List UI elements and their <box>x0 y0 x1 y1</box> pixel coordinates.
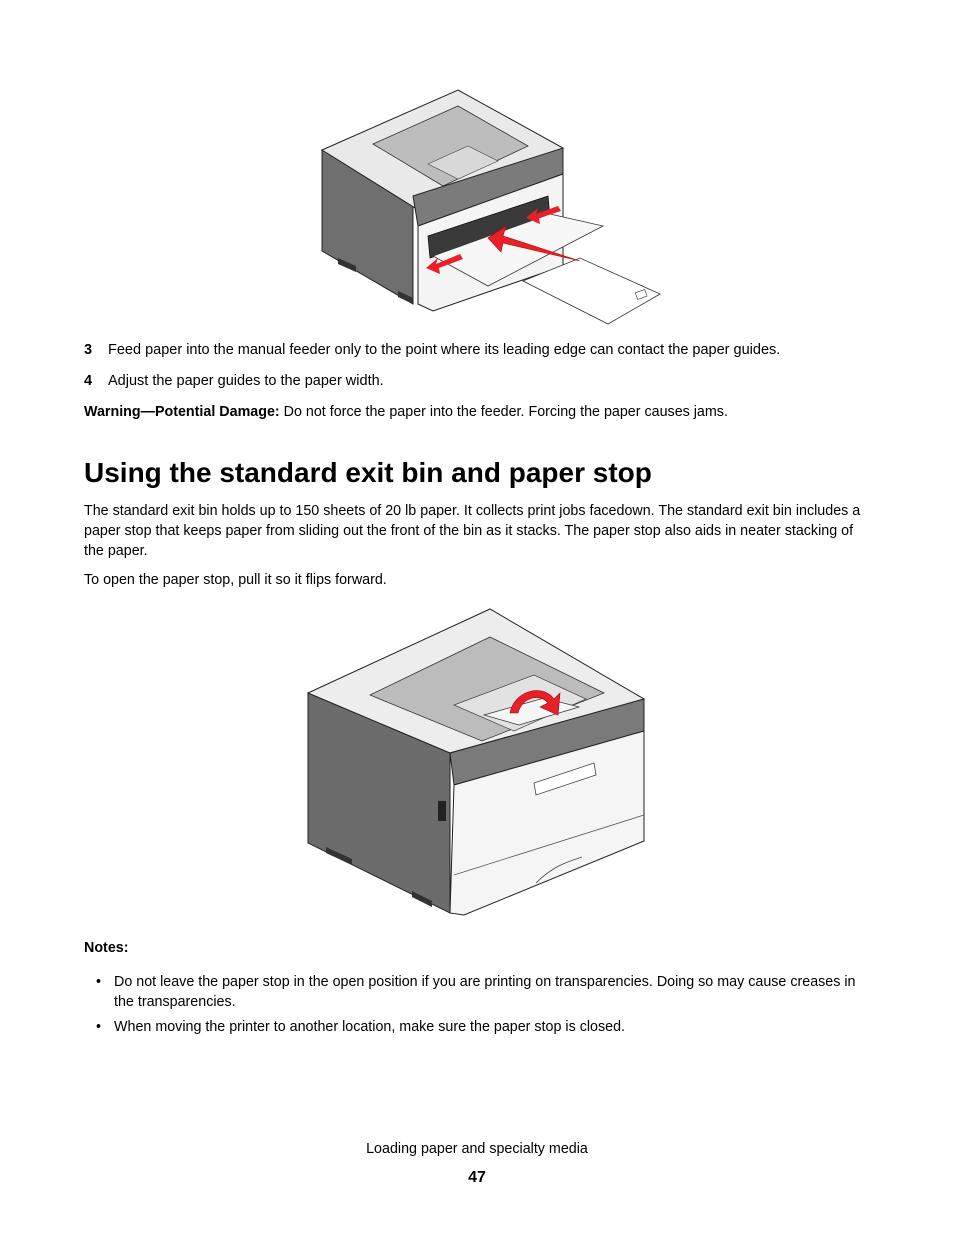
instruction-paragraph: To open the paper stop, pull it so it fl… <box>84 572 387 588</box>
paper-stop-illustration <box>306 608 646 916</box>
warning-note: Warning—Potential Damage: Do not force t… <box>84 402 876 422</box>
notes-list: • Do not leave the paper stop in the open… <box>84 972 876 1042</box>
warning-text: Do not force the paper into the feeder. … <box>279 404 728 420</box>
step-number: 4 <box>84 373 93 389</box>
note-text: When moving the printer to another locat… <box>114 1019 625 1035</box>
note-item: • Do not leave the paper stop in the open… <box>84 972 876 1012</box>
step-3: 3 Feed paper into the manual feeder only … <box>84 340 780 360</box>
step-text: Adjust the paper guides to the paper wid… <box>108 373 384 389</box>
bullet-icon: • <box>96 1019 102 1035</box>
note-text: Do not leave the paper stop in the open … <box>114 974 856 1010</box>
page-number: 47 <box>468 1169 486 1186</box>
note-item: • When moving the printer to another loca… <box>84 1017 876 1037</box>
step-4: 4 Adjust the paper guides to the paper wi… <box>84 371 384 391</box>
bullet-icon: • <box>96 974 102 990</box>
section-heading: Using the standard exit bin and paper st… <box>84 457 652 488</box>
warning-label: Warning—Potential Damage: <box>84 404 280 420</box>
step-text: Feed paper into the manual feeder only t… <box>108 342 781 358</box>
intro-paragraph: The standard exit bin holds up to 150 sh… <box>84 503 861 559</box>
manual-feeder-illustration <box>320 89 661 325</box>
notes-title: Notes: <box>84 940 129 956</box>
step-number: 3 <box>84 342 93 358</box>
footer-section-title: Loading paper and specialty media <box>366 1141 588 1157</box>
